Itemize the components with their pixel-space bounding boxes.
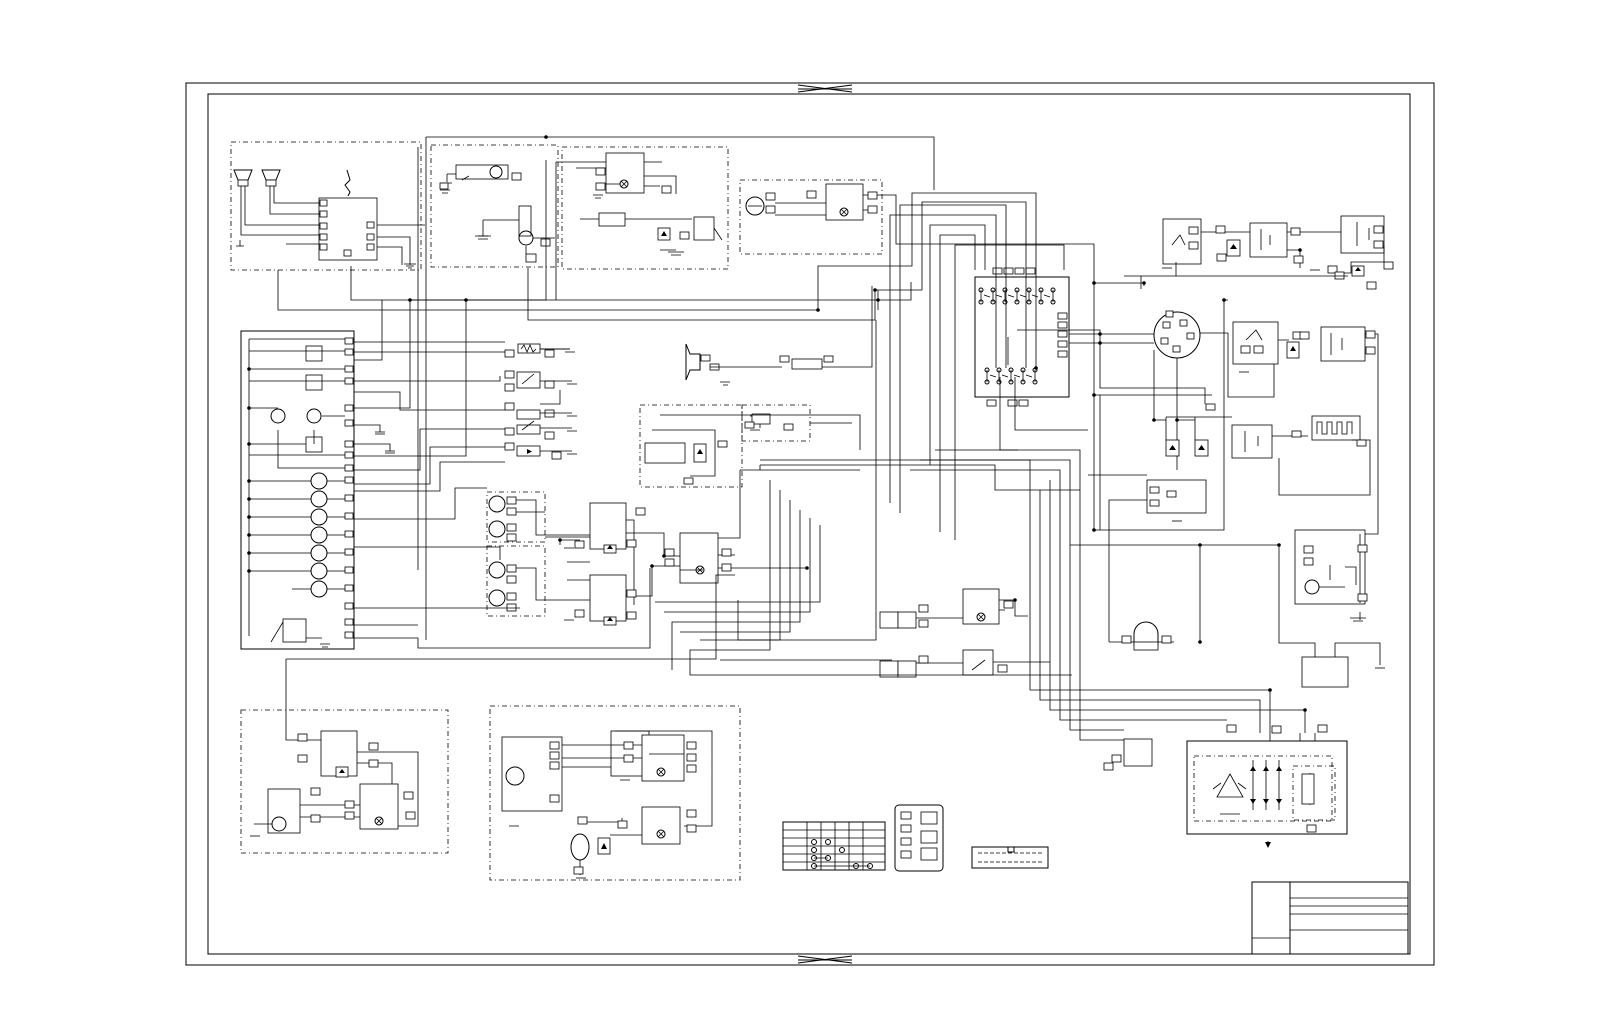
central-fuse-box [974,267,1070,407]
starter-motor [1294,529,1368,620]
ignition-switch [1069,310,1228,470]
harness-wiring [277,136,1348,741]
fuse-block-icon [894,804,944,872]
wiper-module [240,659,449,854]
sheet-frame [185,82,1435,966]
starter-relay-group [1162,215,1394,290]
lamp-relay-module [739,179,1094,255]
legend-table [782,821,886,871]
relay-diode-module [639,404,852,488]
washer-fan-module [489,705,741,881]
audio-horn-module [230,141,425,271]
relay-group-a [555,146,729,300]
oil-pressure-switch [1108,499,1174,651]
ignition-module [430,144,559,268]
horn-icon [233,169,253,187]
battery [1278,553,1381,688]
heater-relay-group [1146,403,1371,514]
horn-icon [261,169,281,187]
flasher-relay-group [1227,321,1379,535]
switch-column [354,341,572,485]
buzzer-fuse [685,286,873,381]
horn-relay-pair [879,588,1050,678]
instrument-cluster [240,330,395,650]
gauge-lamp-column [310,472,328,598]
aux-connector-right [1103,738,1153,771]
ground-symbols [250,189,1385,879]
title-block [1251,881,1409,955]
connector-view [971,846,1049,869]
headlamp-relay-group [486,491,807,626]
cluster-terminals [344,337,354,639]
distributor [518,205,532,237]
centering-mark-bottom [797,955,853,964]
centering-mark-top [797,84,853,93]
alternator-regulator [1186,724,1348,848]
junction-dots [247,135,1307,712]
